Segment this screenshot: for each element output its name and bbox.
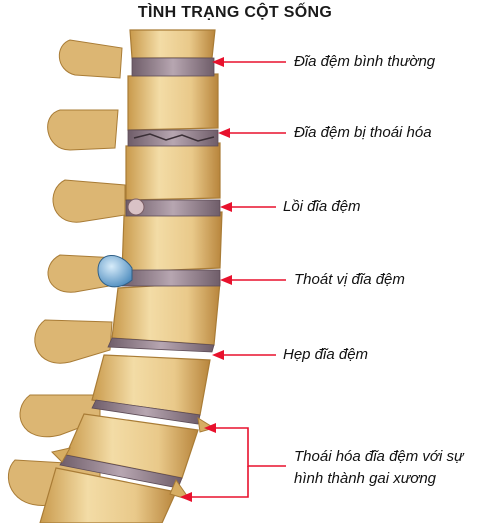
disc-normal <box>131 57 215 77</box>
label-bulging-disc: Lồi đĩa đệm <box>283 198 361 215</box>
label-narrowed-disc: Hẹp đĩa đệm <box>283 346 369 363</box>
disc-osteophyte-upper <box>91 399 201 425</box>
label-normal-disc: Đĩa đệm bình thường <box>294 53 436 70</box>
arrows <box>180 57 286 502</box>
page-title: TÌNH TRẠNG CỘT SỐNG <box>137 4 333 21</box>
disc-bulging <box>125 199 221 217</box>
arrow-4 <box>220 275 286 285</box>
arrow-2 <box>218 128 286 138</box>
arrow-3 <box>220 202 276 212</box>
discs <box>59 57 221 489</box>
arrow-6 <box>190 427 286 498</box>
label-osteophyte-line2: hình thành gai xương <box>294 470 437 487</box>
disc-degenerated <box>127 129 219 147</box>
arrow-1 <box>212 57 286 67</box>
bulge <box>127 198 145 216</box>
label-osteophyte: Thoái hóa đĩa đệm với sự hình thành gai … <box>294 446 494 490</box>
arrow-5 <box>212 350 276 360</box>
disc-narrowed <box>107 337 215 353</box>
herniation <box>97 255 133 288</box>
label-herniated-disc: Thoát vị đĩa đệm <box>294 271 405 288</box>
label-degenerated-disc: Đĩa đệm bị thoái hóa <box>294 124 432 141</box>
disc-herniated <box>121 269 221 287</box>
label-osteophyte-line1: Thoái hóa đĩa đệm với sự <box>294 448 464 465</box>
